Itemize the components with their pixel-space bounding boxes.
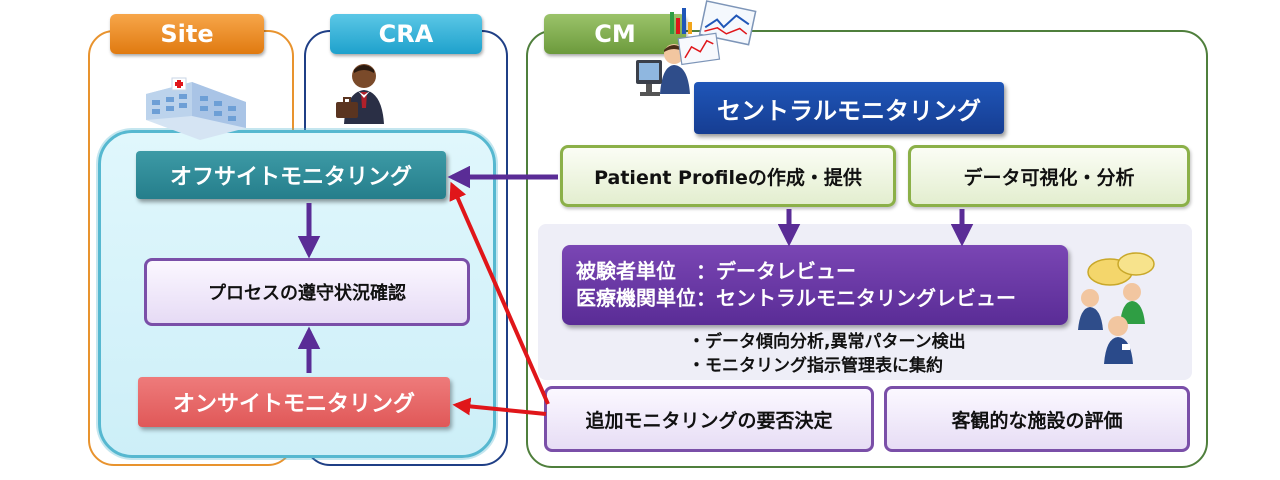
site-header: Site: [110, 14, 264, 54]
analyst-at-computer-icon: [636, 44, 690, 96]
hospital-icon: [146, 77, 246, 140]
cm-header: CM: [544, 14, 686, 54]
cm-panel: [526, 30, 1208, 468]
discussion-team-icon: [1078, 252, 1155, 364]
charts-icon: [670, 0, 757, 66]
site-evaluation-box: 客観的な施設の評価: [884, 386, 1190, 452]
data-visualization-box: データ可視化・分析: [908, 145, 1190, 207]
bullet-trend-analysis: ・データ傾向分析,異常パターン検出: [688, 332, 966, 352]
analysis-bullets: ・データ傾向分析,異常パターン検出 ・モニタリング指示管理表に集約: [688, 330, 966, 378]
central-monitoring-box: セントラルモニタリング: [694, 82, 1004, 134]
additional-monitoring-decision-box: 追加モニタリングの要否決定: [544, 386, 874, 452]
bullet-instruction-table: ・モニタリング指示管理表に集約: [688, 356, 943, 376]
process-compliance-box: プロセスの遵守状況確認: [144, 258, 470, 326]
cra-header: CRA: [330, 14, 482, 54]
arrow-decision-to-onsite: [452, 397, 547, 416]
patient-profile-box: Patient Profileの作成・提供: [560, 145, 896, 207]
arrow-decision-to-offsite: [449, 181, 550, 405]
onsite-monitoring-box: オンサイトモニタリング: [138, 377, 450, 427]
offsite-monitoring-box: オフサイトモニタリング: [136, 151, 446, 199]
review-line-site: 医療機関単位：セントラルモニタリングレビュー: [576, 286, 1016, 310]
data-review-box: 被験者単位 ：データレビュー 医療機関単位：セントラルモニタリングレビュー: [562, 245, 1068, 325]
review-line-subject: 被験者単位 ：データレビュー: [576, 259, 856, 283]
businessman-icon: [336, 64, 384, 124]
